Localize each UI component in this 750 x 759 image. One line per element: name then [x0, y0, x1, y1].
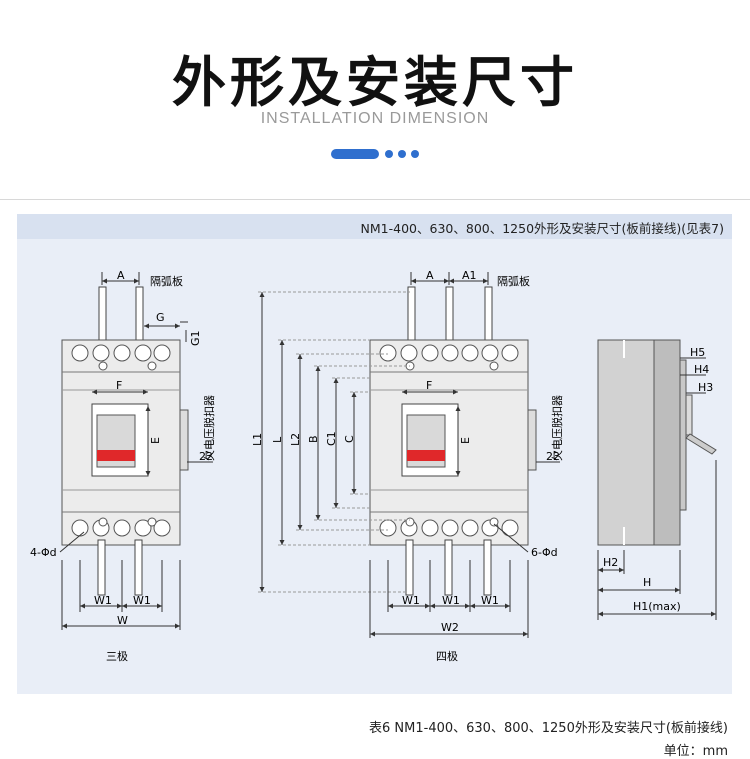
side-view-labels: H5 H4 H3 H2 H H1(max) — [603, 346, 713, 613]
label-three-pole: 三极 — [106, 649, 128, 663]
dimension-diagram: A 隔弧板 G G1 欠电压脱扣器 F E 22 4-Φd W1 W1 W 三极 — [30, 269, 717, 663]
handle-red-4p — [407, 450, 445, 461]
dot-3 — [411, 150, 419, 158]
dim-g-3p: G — [156, 311, 165, 324]
dim-w1a-3p: W1 — [94, 594, 112, 607]
dim-a1-4p: A1 — [462, 269, 477, 282]
handle-red-3p — [97, 450, 135, 461]
dot-1 — [385, 150, 393, 158]
table-caption: 表6 NM1-400、630、800、1250外形及安装尺寸(板前接线) — [369, 721, 728, 736]
arc-plate-4p: 隔弧板 — [497, 274, 530, 288]
four-pole-labels: A A1 隔弧板 F E 欠电压脱扣器 22 6-Φd L1 L L2 B C1… — [251, 269, 564, 663]
hole-3p: 4-Φd — [30, 546, 57, 559]
dim-l-4p: L — [271, 436, 284, 443]
dim-22-3p: 22 — [199, 450, 213, 463]
dim-w1c-4p: W1 — [481, 594, 499, 607]
dot-2 — [398, 150, 406, 158]
dim-w2-4p: W2 — [441, 621, 459, 634]
dim-a-3p: A — [117, 269, 125, 282]
dim-c1-4p: C1 — [325, 431, 338, 446]
arc-plate-3p: 隔弧板 — [150, 274, 183, 288]
undervoltage-4p: 欠电压脱扣器 — [550, 395, 564, 461]
label-four-pole: 四极 — [436, 649, 458, 663]
dim-h1: H1(max) — [633, 600, 681, 613]
dim-h: H — [643, 576, 651, 589]
dim-w1a-4p: W1 — [402, 594, 420, 607]
dim-a-4p: A — [426, 269, 434, 282]
dim-w1b-3p: W1 — [133, 594, 151, 607]
dim-b-4p: B — [307, 435, 320, 443]
dim-e-4p: E — [459, 437, 472, 444]
dots-bar — [331, 149, 379, 159]
dim-w-3p: W — [117, 614, 128, 627]
dim-l2-4p: L2 — [289, 433, 302, 446]
dim-h3: H3 — [698, 381, 713, 394]
panel-header — [17, 214, 732, 239]
three-pole-labels: A 隔弧板 G G1 欠电压脱扣器 F E 22 4-Φd W1 W1 W 三极 — [30, 269, 216, 663]
side-view — [597, 339, 717, 620]
dim-22-4p: 22 — [546, 450, 560, 463]
unit-label: 单位：mm — [663, 744, 728, 759]
dim-h2: H2 — [603, 556, 618, 569]
page-subtitle: INSTALLATION DIMENSION — [260, 110, 490, 127]
dim-g1-3p: G1 — [189, 330, 202, 346]
four-pole-view — [258, 272, 560, 638]
dim-w1b-4p: W1 — [442, 594, 460, 607]
divider — [0, 199, 750, 200]
dim-e-3p: E — [149, 437, 162, 444]
panel-heading: NM1-400、630、800、1250外形及安装尺寸(板前接线)(见表7) — [360, 221, 724, 236]
dim-h4: H4 — [694, 363, 709, 376]
page-title: 外形及安装尺寸 — [172, 51, 578, 114]
undervoltage-3p: 欠电压脱扣器 — [202, 395, 216, 461]
dim-h5: H5 — [690, 346, 705, 359]
hole-4p: 6-Φd — [531, 546, 558, 559]
dim-l1-4p: L1 — [251, 433, 264, 446]
dim-f-4p: F — [426, 379, 432, 392]
three-pole-view — [59, 272, 213, 630]
dim-f-3p: F — [116, 379, 122, 392]
dim-c-4p: C — [343, 435, 356, 443]
